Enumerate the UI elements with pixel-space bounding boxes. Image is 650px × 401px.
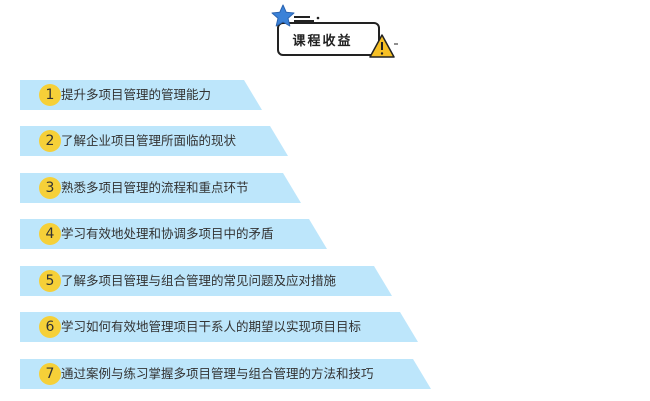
item-text: 学习如何有效地管理项目干系人的期望以实现项目目标	[61, 319, 362, 334]
item-bar	[20, 173, 301, 203]
item-text: 了解多项目管理与组合管理的常见问题及应对措施	[61, 273, 337, 288]
item-bar	[20, 126, 288, 156]
benefit-list: 1 提升多项目管理的管理能力 2 了解企业项目管理所面临的现状 3 熟悉多项目管…	[20, 0, 650, 401]
item-bar	[20, 312, 418, 342]
item-bar	[20, 219, 327, 249]
item-text: 熟悉多项目管理的流程和重点环节	[61, 180, 249, 195]
header-decoration	[294, 16, 320, 22]
item-number-badge: 1	[39, 84, 61, 106]
page-title: 课程收益	[292, 33, 353, 49]
item-number-badge: 6	[39, 316, 61, 338]
item-number-badge: 7	[39, 363, 61, 385]
item-text: 了解企业项目管理所面临的现状	[61, 133, 237, 148]
item-text: 通过案例与练习掌握多项目管理与组合管理的方法和技巧	[61, 366, 374, 381]
item-number-badge: 4	[39, 223, 61, 245]
motion-lines-icon	[294, 16, 320, 22]
item-text: 学习有效地处理和协调多项目中的矛盾	[61, 226, 274, 241]
item-bar	[20, 266, 392, 296]
item-number-badge: 3	[39, 177, 61, 199]
title-box: 课程收益	[277, 22, 380, 56]
item-bar	[20, 359, 431, 389]
item-number-badge: 5	[39, 270, 61, 292]
item-number-badge: 2	[39, 130, 61, 152]
item-text: 提升多项目管理的管理能力	[61, 87, 212, 102]
